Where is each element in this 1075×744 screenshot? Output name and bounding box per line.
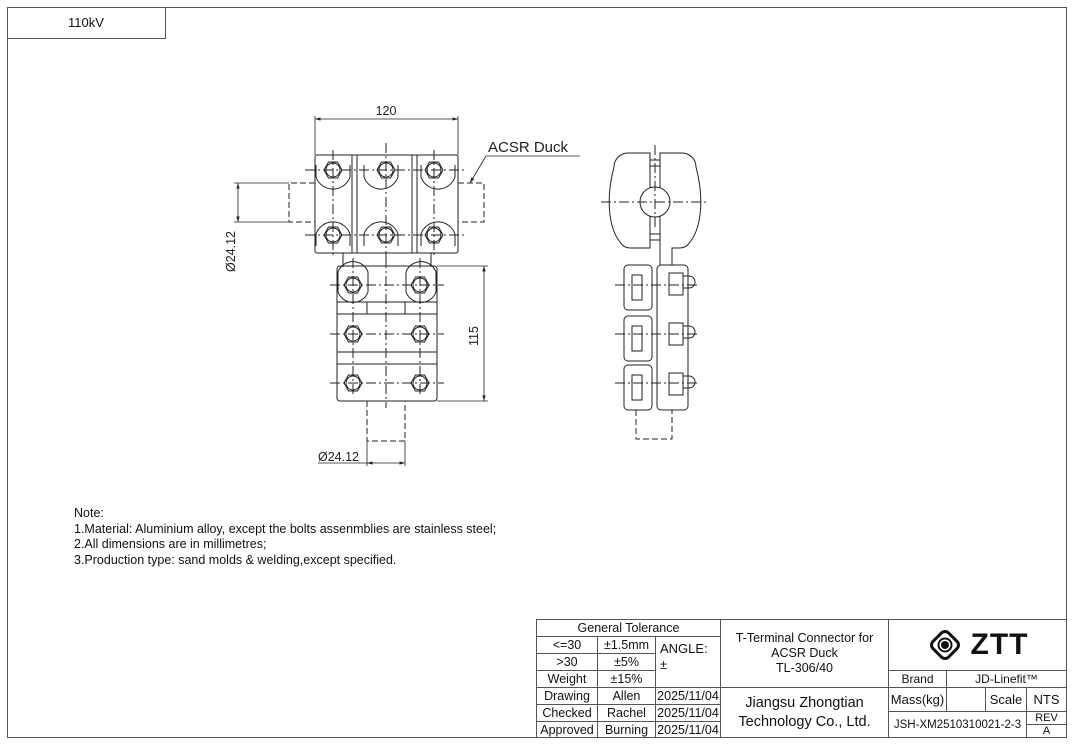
- approval-date: 2025/11/04: [656, 705, 721, 722]
- note-item: 3.Production type: sand molds & welding,…: [74, 552, 397, 567]
- approval-role: Approved: [537, 722, 598, 738]
- tolerance-value: ±15%: [598, 671, 656, 688]
- brand-value: JD-Linefit™: [947, 671, 1067, 688]
- approval-role: Drawing: [537, 688, 598, 705]
- mass-label: Mass(kg): [889, 688, 947, 712]
- approval-name: Rachel: [598, 705, 656, 722]
- tolerance-label: >30: [537, 654, 598, 671]
- drawing-number: JSH-XM2510310021-2-3: [889, 712, 1027, 738]
- dim-bottom-diameter: Ø24.12: [318, 450, 359, 464]
- notes-heading: Note:: [74, 506, 104, 520]
- scale-value: NTS: [1027, 688, 1067, 712]
- company-line: Jiangsu Zhongtian: [745, 694, 864, 711]
- approval-role: Checked: [537, 705, 598, 722]
- scale-label: Scale: [986, 688, 1027, 712]
- side-view: [601, 145, 708, 440]
- notes-section: Note: 1.Material: Aluminium alloy, excep…: [74, 506, 496, 568]
- angle-label: ANGLE:: [660, 641, 708, 656]
- dim-top-width: 120: [376, 104, 397, 118]
- tolerance-value: ±1.5mm: [598, 637, 656, 654]
- note-item: 2.All dimensions are in millimetres;: [74, 537, 267, 551]
- dim-body-height: 115: [467, 326, 481, 346]
- logo-area: ZTT: [889, 620, 1067, 671]
- front-view-top-block: [288, 143, 485, 267]
- tolerance-value: ±5%: [598, 654, 656, 671]
- ztt-logo-icon: [929, 630, 960, 660]
- voltage-text: 110kV: [68, 15, 104, 30]
- approval-date: 2025/11/04: [656, 688, 721, 705]
- dim-side-diameter: Ø24.12: [224, 231, 238, 272]
- rev-value: A: [1027, 725, 1067, 738]
- title-line: T-Terminal Connector for: [735, 631, 874, 645]
- company-line: Technology Co., Ltd.: [738, 713, 871, 730]
- brand-label: Brand: [889, 671, 947, 688]
- mass-value: [947, 688, 986, 712]
- voltage-label: 110kV: [7, 7, 166, 39]
- approval-name: Allen: [598, 688, 656, 705]
- angle-tolerance: ANGLE: ±: [656, 637, 721, 688]
- tolerance-label: Weight: [537, 671, 598, 688]
- drawing-title: T-Terminal Connector for ACSR Duck TL-30…: [721, 620, 889, 688]
- logo-text: ZTT: [970, 628, 1029, 661]
- angle-value: ±: [660, 657, 668, 672]
- callout-conductor: ACSR Duck: [488, 139, 569, 156]
- rev-label: REV: [1027, 712, 1067, 725]
- note-item: 1.Material: Aluminium alloy, except the …: [74, 521, 497, 536]
- tolerance-label: <=30: [537, 637, 598, 654]
- part-number: TL-306/40: [776, 661, 833, 675]
- approval-name: Burning: [598, 722, 656, 738]
- front-view-lower-block: [330, 258, 444, 442]
- company-name: Jiangsu Zhongtian Technology Co., Ltd.: [721, 688, 889, 738]
- title-line: ACSR Duck: [771, 646, 838, 660]
- approval-date: 2025/11/04: [656, 722, 721, 738]
- tolerance-heading: General Tolerance: [537, 620, 721, 637]
- title-block: [536, 619, 1067, 738]
- dimension-lines: [234, 116, 580, 466]
